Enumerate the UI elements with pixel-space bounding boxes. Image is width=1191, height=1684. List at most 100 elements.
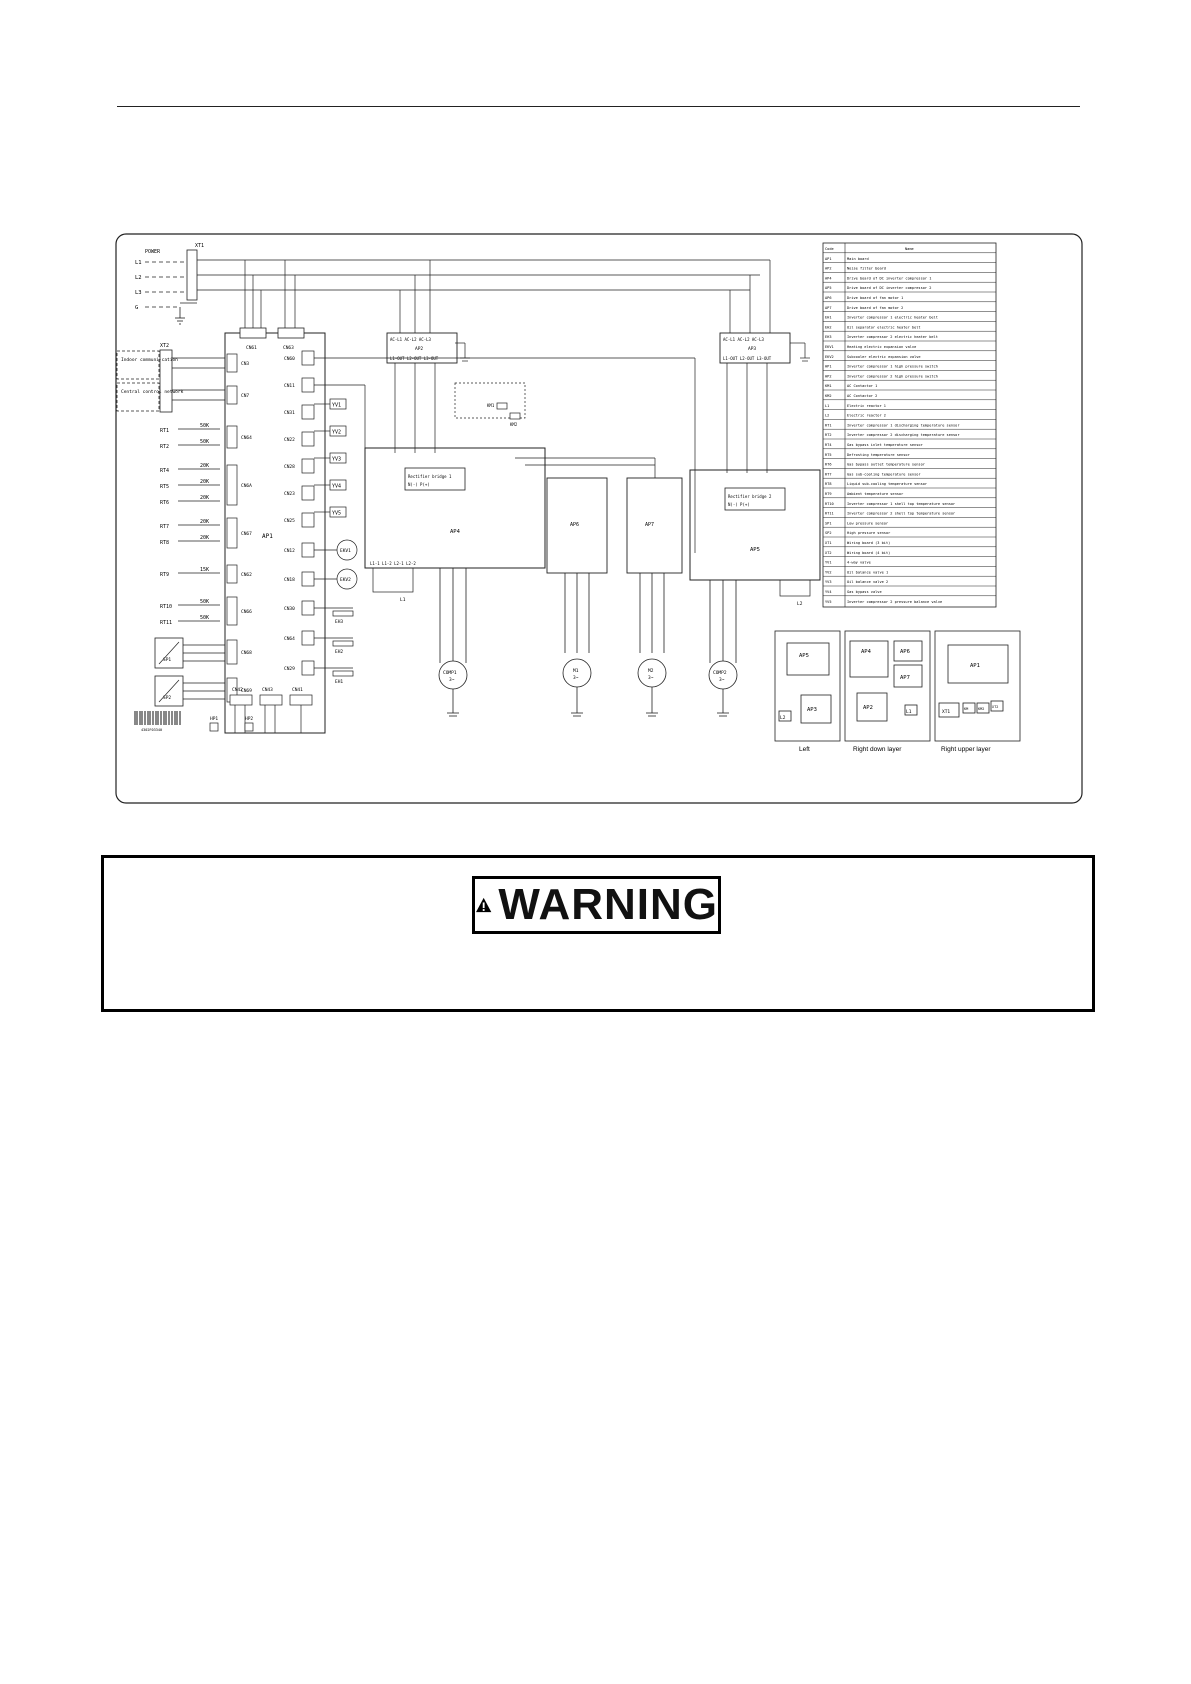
- svg-text:CN42: CN42: [232, 687, 243, 693]
- svg-text:RT2: RT2: [160, 444, 169, 450]
- legend-code: AP4: [825, 276, 832, 280]
- legend-code: AP5: [825, 286, 832, 290]
- svg-text:20K: 20K: [200, 535, 209, 541]
- legend-code: AP7: [825, 306, 832, 310]
- hp-label: HP2: [245, 716, 253, 722]
- svg-text:3~: 3~: [573, 675, 579, 681]
- legend-name: Wiring board (3 bit): [847, 541, 890, 545]
- legend-name: Inverter compressor 1 high pressure swit…: [847, 365, 938, 369]
- legend-name: Oil separator electric heater belt: [847, 325, 921, 329]
- svg-text:RT5: RT5: [160, 484, 169, 490]
- svg-text:50K: 50K: [200, 615, 209, 621]
- legend-code: YV2: [825, 570, 832, 574]
- xt1-terminal: [186, 249, 198, 301]
- legend-code: L2: [825, 414, 829, 418]
- legend-name: Drive board of DC inverter compressor 1: [847, 276, 931, 280]
- power-line-label: L1: [135, 260, 142, 266]
- svg-text:AP3: AP3: [748, 346, 756, 352]
- barcode: [134, 711, 181, 725]
- svg-text:AC-L1 AC-L2 AC-L3: AC-L1 AC-L2 AC-L3: [390, 337, 432, 342]
- legend-code: RT7: [825, 472, 832, 476]
- svg-text:AP7: AP7: [900, 675, 910, 681]
- legend-code: KM1: [825, 384, 832, 388]
- power-line-label: L2: [135, 275, 142, 281]
- svg-text:KM: KM: [964, 707, 968, 711]
- valve-label: YV5: [332, 511, 341, 517]
- heater-label: EH3: [335, 619, 343, 625]
- svg-text:CN6A: CN6A: [241, 483, 252, 489]
- contactor-label: KM2: [510, 422, 518, 427]
- xt2-label: XT2: [160, 343, 169, 349]
- legend-code: YV4: [825, 590, 832, 594]
- svg-text:CN30: CN30: [284, 606, 295, 612]
- svg-text:L1-OUT L2-OUT L3-OUT: L1-OUT L2-OUT L3-OUT: [723, 356, 772, 361]
- legend-code: HP1: [825, 365, 832, 369]
- valve-label: YV2: [332, 430, 341, 436]
- eev-label: EKV2: [340, 577, 351, 583]
- legend-name: Gas bypass inlet temperature sensor: [847, 443, 924, 447]
- legend-name: Inverter compressor 2 pressure balance v…: [847, 600, 942, 604]
- legend-code: RT2: [825, 433, 832, 437]
- svg-text:CN7: CN7: [241, 393, 249, 399]
- legend-name: Liquid sub-cooling temperature sensor: [847, 482, 928, 486]
- heater-label: EH2: [335, 649, 343, 655]
- legend-code: EKV2: [825, 355, 834, 359]
- connector-label: CN61: [246, 345, 257, 351]
- svg-text:AP5: AP5: [799, 653, 809, 659]
- filter-board-ap2: [386, 332, 458, 364]
- svg-text:CN41: CN41: [292, 687, 303, 693]
- legend-name: Drive board of DC inverter compressor 2: [847, 286, 931, 290]
- warning-triangle-icon: [476, 897, 492, 913]
- reactor-label: L1: [400, 597, 406, 603]
- svg-text:50K: 50K: [200, 599, 209, 605]
- legend-code: EH3: [825, 335, 832, 339]
- svg-text:XT1: XT1: [942, 709, 950, 715]
- warning-badge: WARNING: [472, 876, 721, 934]
- svg-text:CN22: CN22: [284, 437, 295, 443]
- legend-name: Wiring board (4 bit): [847, 551, 890, 555]
- svg-text:3~: 3~: [719, 677, 725, 683]
- legend-name: Electric reactor 1: [847, 404, 886, 408]
- legend-code: XT1: [825, 541, 832, 545]
- svg-text:CN66: CN66: [241, 609, 252, 615]
- hp-label: HP1: [210, 716, 218, 722]
- legend-code: RT9: [825, 492, 832, 496]
- motor-label: COMP1: [443, 670, 457, 676]
- svg-text:20K: 20K: [200, 495, 209, 501]
- indoor-comm-box: [116, 350, 160, 380]
- svg-text:CN60: CN60: [284, 356, 295, 362]
- svg-text:CN69: CN69: [241, 688, 252, 694]
- legend-name: Inverter compressor 2 shell top temperat…: [847, 512, 956, 516]
- valve-label: YV1: [332, 403, 341, 409]
- legend-name: Inverter compressor 2 high pressure swit…: [847, 374, 938, 378]
- svg-text:N(-) P(+): N(-) P(+): [728, 502, 750, 507]
- svg-text:AP1: AP1: [970, 663, 980, 669]
- svg-text:3~: 3~: [449, 677, 455, 683]
- legend-code: YV5: [825, 600, 832, 604]
- svg-text:20K: 20K: [200, 519, 209, 525]
- legend-code: EH2: [825, 325, 832, 329]
- legend-code: AP2: [825, 267, 832, 271]
- legend-code: SP1: [825, 521, 832, 525]
- svg-text:RT9: RT9: [160, 572, 169, 578]
- legend-code: XT2: [825, 551, 832, 555]
- legend-name: Noise filter board: [847, 267, 886, 271]
- legend-code: RT1: [825, 423, 832, 427]
- legend-name: Oil balance valve 1: [847, 570, 888, 574]
- svg-text:RT10: RT10: [160, 604, 172, 610]
- sp2-label: SP2: [163, 695, 171, 701]
- legend-code: SP2: [825, 531, 832, 535]
- layout-right-down-label: Right down layer: [853, 746, 902, 753]
- legend-name: Inverter compressor 2 discharging temper…: [847, 433, 960, 437]
- connector-label: CN63: [283, 345, 294, 351]
- svg-text:AP3: AP3: [807, 707, 817, 713]
- power-line-label: G: [135, 305, 138, 311]
- legend-code: AP6: [825, 296, 832, 300]
- svg-text:AP4: AP4: [861, 649, 872, 655]
- rectifier-bridge-2: [724, 487, 786, 511]
- svg-text:KM2: KM2: [978, 707, 984, 711]
- svg-text:CN67: CN67: [241, 531, 252, 537]
- svg-text:CN64: CN64: [241, 435, 252, 441]
- legend-name: Heating electric expansion valve: [847, 345, 916, 349]
